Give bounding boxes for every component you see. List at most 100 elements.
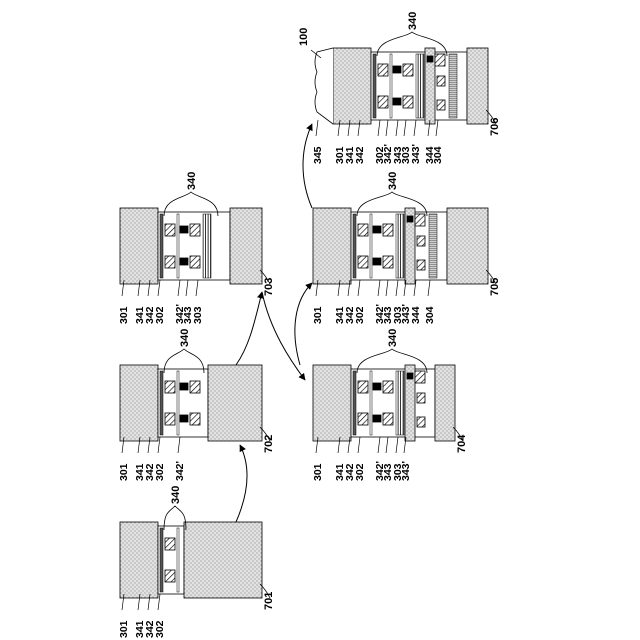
layer-342p-block bbox=[190, 224, 200, 236]
connector-block bbox=[180, 383, 188, 390]
leader-line bbox=[386, 437, 388, 453]
layer-label: 303 bbox=[192, 306, 204, 324]
leader-line bbox=[358, 437, 360, 453]
connector-block bbox=[180, 226, 188, 233]
stage-ref-label: 705 bbox=[489, 278, 501, 296]
layer-label: 302 bbox=[354, 463, 366, 481]
group-label-340: 340 bbox=[170, 486, 182, 504]
layer-342-block bbox=[358, 224, 368, 236]
layer-302 bbox=[390, 54, 392, 118]
layer-label: 302 bbox=[154, 463, 166, 481]
process-arrow bbox=[295, 283, 312, 365]
group-label-340: 340 bbox=[186, 172, 198, 190]
layer-342p-block bbox=[190, 256, 200, 268]
leader-line bbox=[196, 280, 198, 296]
stage-701 bbox=[120, 506, 270, 610]
layer-label: 301 bbox=[312, 463, 324, 481]
layer-301 bbox=[120, 365, 158, 441]
connector-block bbox=[407, 373, 413, 379]
stage-705 bbox=[313, 192, 496, 296]
leader-line bbox=[428, 280, 430, 296]
layer-label: 304 bbox=[424, 306, 436, 324]
leader-line bbox=[414, 120, 416, 136]
layer-label: 343' bbox=[410, 144, 422, 164]
layer-label: 301 bbox=[118, 463, 130, 481]
stage-706 bbox=[311, 32, 496, 136]
layer-343p-block bbox=[415, 371, 425, 383]
layer-label: 304 bbox=[432, 146, 444, 164]
layer-345 bbox=[315, 48, 333, 124]
layer-301 bbox=[333, 48, 371, 124]
layer-343p-block bbox=[417, 393, 425, 403]
layer-right-substrate bbox=[208, 365, 262, 441]
layer-342-block bbox=[165, 413, 175, 425]
layer-302 bbox=[370, 371, 372, 435]
stage-ref-label: 701 bbox=[263, 592, 275, 610]
layer-342-block bbox=[165, 538, 175, 550]
leader-line bbox=[178, 280, 180, 296]
layer-label: 301 bbox=[118, 620, 130, 638]
connector-block bbox=[180, 415, 188, 422]
layer-label: 345 bbox=[312, 146, 324, 164]
layer-343p-block bbox=[437, 100, 445, 110]
layer-label: 302 bbox=[354, 306, 366, 324]
layer-label: 343' bbox=[400, 461, 412, 481]
connector-block bbox=[393, 66, 401, 73]
layer-341 bbox=[160, 528, 163, 592]
layer-label: 302 bbox=[154, 306, 166, 324]
layer-343p-block bbox=[417, 236, 425, 246]
layer-342p-block bbox=[190, 413, 200, 425]
stage-704 bbox=[313, 349, 463, 453]
layer-label: 302 bbox=[154, 620, 166, 638]
layer-342-block bbox=[165, 381, 175, 393]
layer-label: 342' bbox=[174, 461, 186, 481]
layer-343 bbox=[396, 214, 404, 278]
layer-343p-block bbox=[435, 54, 445, 66]
group-label-340: 340 bbox=[387, 172, 399, 190]
stage-ref-label: 704 bbox=[456, 434, 468, 453]
connector-block bbox=[373, 415, 381, 422]
layer-301 bbox=[313, 365, 351, 441]
leader-line bbox=[386, 120, 388, 136]
layer-label: 342 bbox=[354, 146, 366, 164]
layer-right-substrate bbox=[184, 522, 262, 598]
layer-right-substrate bbox=[435, 365, 455, 441]
stage-ref-label: 706 bbox=[489, 118, 501, 136]
layer-343 bbox=[396, 371, 404, 435]
leader-line bbox=[386, 280, 388, 296]
layer-342p-block bbox=[403, 96, 413, 108]
layer-343p-block bbox=[417, 260, 425, 270]
leader-line bbox=[396, 280, 398, 296]
layer-342-block bbox=[165, 256, 175, 268]
layer-label: 301 bbox=[312, 306, 324, 324]
leader-line bbox=[404, 120, 406, 136]
layer-342p-block bbox=[383, 381, 393, 393]
stage-702 bbox=[120, 349, 270, 453]
leader-line bbox=[358, 280, 360, 296]
leader-line bbox=[378, 280, 380, 296]
group-label-340: 340 bbox=[407, 12, 419, 30]
connector-block bbox=[373, 258, 381, 265]
layer-342-block bbox=[358, 413, 368, 425]
layer-344 bbox=[429, 214, 437, 278]
layer-341 bbox=[160, 214, 163, 278]
layer-344 bbox=[449, 54, 457, 118]
layer-right-substrate bbox=[447, 208, 488, 284]
leader-line bbox=[396, 120, 398, 136]
connector-block bbox=[373, 226, 381, 233]
layer-342-block bbox=[165, 570, 175, 582]
leader-line bbox=[436, 120, 438, 136]
layer-343p-block bbox=[417, 417, 425, 427]
stage-703 bbox=[120, 192, 270, 296]
device-label-100: 100 bbox=[298, 28, 310, 46]
process-arrow bbox=[236, 445, 247, 522]
layer-343p-block bbox=[415, 214, 425, 226]
layer-302 bbox=[177, 371, 179, 435]
process-arrow bbox=[303, 124, 312, 208]
leader-line bbox=[178, 437, 180, 453]
process-arrow bbox=[236, 292, 262, 365]
layer-302 bbox=[177, 528, 179, 592]
layer-342-block bbox=[358, 381, 368, 393]
layer-302 bbox=[370, 214, 372, 278]
